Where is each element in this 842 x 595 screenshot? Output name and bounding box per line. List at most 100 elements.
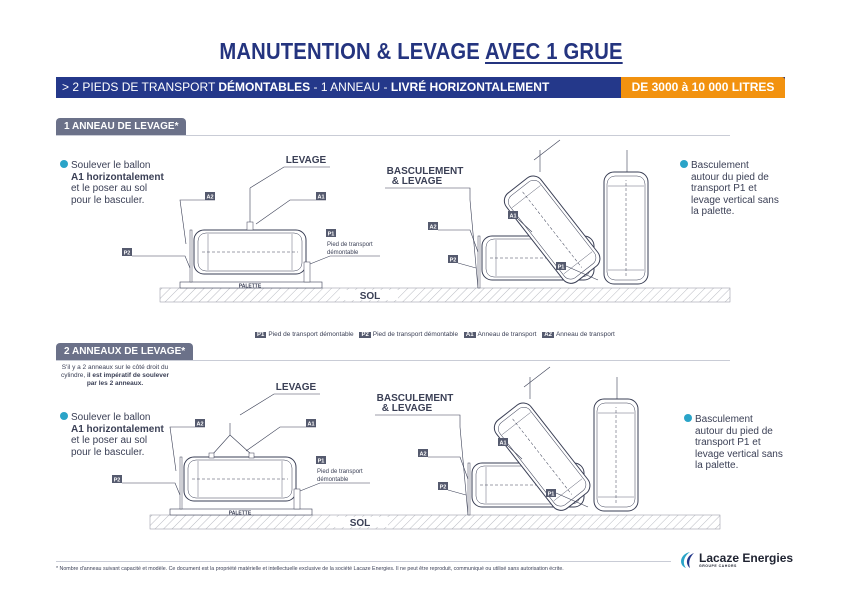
leader-line [179, 199, 215, 245]
palette-label: PALETTE [229, 511, 252, 517]
ring-a2 [208, 452, 215, 459]
tag-label: A2 [206, 194, 213, 200]
palette [169, 508, 313, 516]
tag-box [428, 222, 438, 230]
basculement-label: BASCULEMENT [377, 393, 454, 404]
tag-label: P2 [440, 484, 447, 490]
tag-label: P2 [124, 250, 131, 256]
spec-band: > 2 PIEDS DE TRANSPORT DÉMONTABLES - 1 A… [56, 77, 785, 98]
tank-vertical [603, 171, 649, 285]
company-logo: Lacaze Energies GROUPE CAHORS [676, 551, 793, 569]
foot-p1 [293, 488, 301, 510]
section1-divider [56, 135, 730, 136]
capacity-badge: DE 3000 à 10 000 LITRES [621, 77, 785, 98]
page-title: MANUTENTION & LEVAGE AVEC 1 GRUE [219, 38, 623, 64]
leader-line [447, 489, 467, 496]
tag-label: A1 [499, 440, 506, 446]
leader-line [249, 166, 330, 189]
leader-line [385, 187, 479, 289]
tag-label: P1 [558, 264, 565, 270]
sol-bg [330, 517, 388, 527]
leader-line [255, 199, 326, 225]
leader-line [229, 434, 253, 456]
spec-text: > 2 PIEDS DE TRANSPORT DÉMONTABLES - 1 A… [62, 80, 550, 94]
levage-label: LEVAGE [276, 382, 317, 393]
leader-line [309, 255, 380, 265]
p1-desc: démontable [327, 250, 359, 256]
bullet-icon [60, 160, 68, 168]
ground [159, 287, 731, 303]
foot-p2 [179, 456, 183, 510]
basculement-label: BASCULEMENT [387, 166, 464, 177]
tag-label: A2 [196, 421, 203, 427]
tank-vertical [593, 398, 639, 512]
tag-label: A1 [317, 194, 324, 200]
leader-line [438, 229, 479, 253]
tag-box [205, 192, 215, 200]
leader-line [245, 426, 316, 452]
tag-label: P1 [548, 491, 555, 497]
leader-line [299, 482, 370, 492]
tank-horizontal [183, 456, 297, 502]
leader-line [533, 139, 561, 161]
sol-label: SOL [350, 518, 371, 529]
leader-line [457, 262, 477, 269]
tag-box [326, 229, 336, 237]
tag-label: A2 [429, 224, 436, 230]
leader-line [517, 218, 533, 233]
tag-label: P1 [328, 231, 335, 237]
section2-right-note: Basculement autour du pied de transport … [684, 414, 783, 472]
palette [179, 281, 323, 289]
tag-label: P1 [318, 458, 325, 464]
p1-desc: démontable [317, 477, 349, 483]
leader-line [122, 482, 181, 496]
warning-note: S'il y a 2 anneaux sur le côté droit du … [60, 364, 170, 387]
leader-line [239, 393, 320, 416]
section1-right-note: Basculement autour du pied de transport … [680, 160, 779, 218]
tag-box [508, 211, 518, 219]
tag-label: A1 [509, 213, 516, 219]
foot-p2 [189, 229, 193, 283]
section1-left-note: Soulever le ballon A1 horizontalement et… [60, 160, 164, 206]
tag-box [316, 192, 326, 200]
ring-a1 [246, 221, 254, 231]
tag-box [122, 248, 132, 256]
footer-disclaimer: * Nombre d'anneau suivant capacité et mo… [56, 566, 564, 572]
leader-line [375, 414, 469, 516]
footer-divider [56, 561, 671, 562]
ring-a1 [248, 452, 255, 459]
section2-tab: 2 ANNEAUX DE LEVAGE* [56, 343, 194, 360]
sol-label: SOL [360, 291, 381, 302]
leader-line [565, 265, 599, 281]
tag-box [438, 482, 448, 490]
leader-line [169, 426, 205, 472]
leader-line [507, 445, 523, 460]
p1-desc: Pied de transport [317, 469, 363, 475]
tag-label: A1 [307, 421, 314, 427]
tag-box [306, 419, 316, 427]
bullet-icon [680, 160, 688, 168]
section1-tab: 1 ANNEAU DE LEVAGE* [56, 118, 187, 135]
tag-box [112, 475, 122, 483]
leader-line [523, 366, 551, 388]
bullet-icon [684, 414, 692, 422]
tag-box [195, 419, 205, 427]
leader-line [555, 492, 589, 508]
foot-p2 [477, 235, 481, 289]
tag-label: P2 [450, 257, 457, 263]
basculement-label: & LEVAGE [392, 176, 443, 187]
tag-box [418, 449, 428, 457]
tank-horizontal [193, 229, 307, 275]
bullet-icon [60, 412, 68, 420]
logo-icon [681, 552, 694, 568]
foot-p1 [303, 261, 311, 283]
tag-box [556, 262, 566, 270]
palette-label: PALETTE [239, 284, 262, 290]
tag-label: P2 [114, 477, 121, 483]
tag-box [546, 489, 556, 497]
tag-box [448, 255, 458, 263]
